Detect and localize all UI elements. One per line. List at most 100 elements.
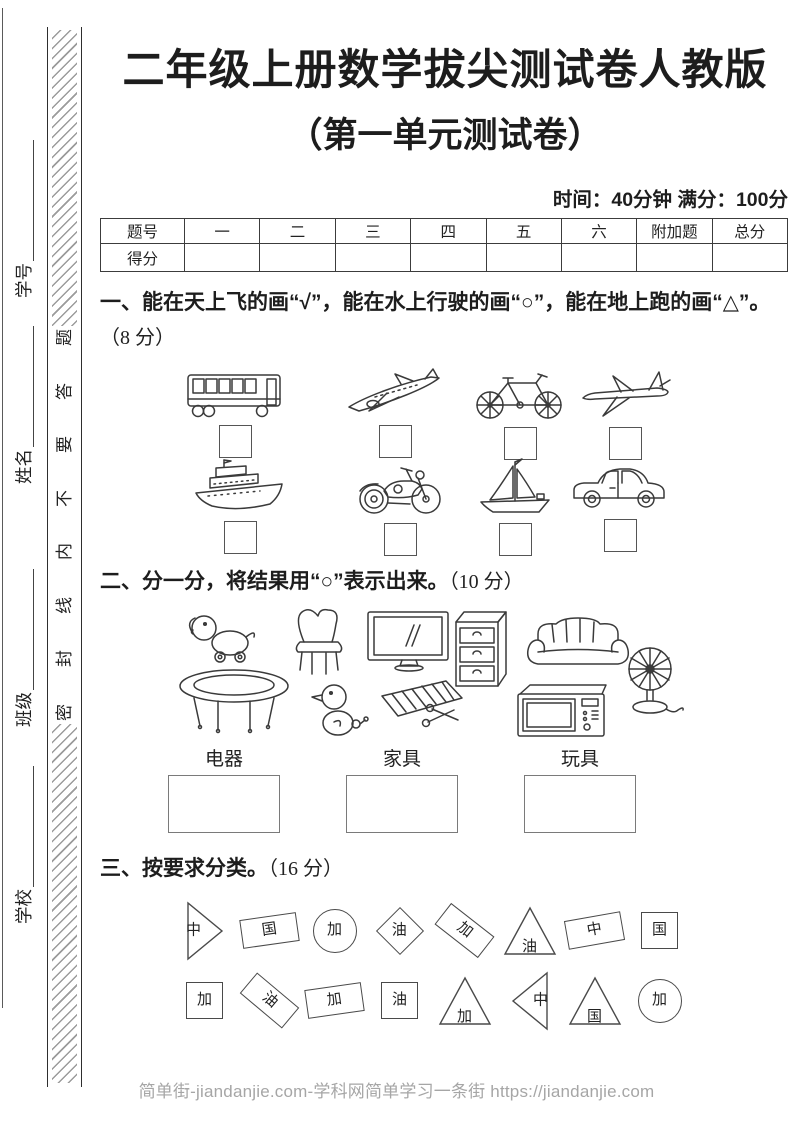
seal-char: 要 <box>55 436 74 454</box>
category-row: 电器 家具 玩具 <box>100 748 790 833</box>
time-score-info: 时间：40分钟 满分：100分 <box>552 189 788 212</box>
answer-box[interactable] <box>223 520 257 554</box>
section-2-text: 二、分一分，将结果用“○”表示出来。 <box>100 569 449 593</box>
vehicle-cell-bicycle <box>460 367 580 460</box>
shapes-row-2: 加 油 加 油 加 中 国 加 <box>100 968 790 1034</box>
score-table-header-cell: 题号 <box>100 218 185 245</box>
score-table-header-cell: 四 <box>410 218 487 245</box>
score-cell[interactable] <box>636 243 713 273</box>
score-cell[interactable] <box>183 243 261 273</box>
seal-char: 答 <box>55 382 74 400</box>
seal-hatch-top <box>52 30 77 326</box>
section-1-text: 一、能在天上飞的画“√”，能在水上行驶的画“○”，能在地上跑的画“△”。 <box>100 291 771 315</box>
shape-triangle-up: 油 <box>497 898 562 964</box>
vehicle-cell-airplane <box>335 367 455 458</box>
category-label: 玩具 <box>560 748 599 770</box>
round-table-image <box>179 668 289 733</box>
answer-box[interactable] <box>503 426 537 460</box>
shape-circle: 加 <box>302 898 367 964</box>
ship-image <box>195 458 283 509</box>
student-name-label: 姓名 <box>13 449 34 484</box>
car-image <box>573 467 665 508</box>
bicycle-image <box>476 372 562 419</box>
shape-diamond: 油 <box>367 898 432 964</box>
shape-square: 加 <box>172 968 237 1034</box>
electric-fan-image <box>628 646 684 714</box>
score-table-header-cell: 附加题 <box>636 218 713 245</box>
section-3-heading: 三、按要求分类。（16 分） <box>100 851 790 886</box>
toy-duck-image <box>311 683 369 736</box>
section-1-heading: 一、能在天上飞的画“√”，能在水上行驶的画“○”，能在地上跑的画“△”。 （8 分… <box>100 285 790 354</box>
student-name-field: 姓名 <box>8 326 34 484</box>
shape-label: 加 <box>456 1008 473 1025</box>
score-cell[interactable] <box>410 243 487 273</box>
cabinet-image <box>455 610 507 687</box>
shape-circle: 加 <box>627 968 692 1034</box>
score-cell[interactable] <box>259 243 336 273</box>
score-table-header-cell: 总分 <box>711 218 789 245</box>
answer-box-toys[interactable] <box>524 774 636 833</box>
answer-box[interactable] <box>378 424 412 458</box>
score-row-label: 得分 <box>100 243 185 273</box>
school-blank[interactable] <box>8 766 34 887</box>
shape-label: 油 <box>258 989 281 1012</box>
category-label: 电器 <box>204 748 243 770</box>
paper-title: 二年级上册数学拔尖测试卷人教版 <box>122 46 768 93</box>
shape-label: 油 <box>391 922 408 939</box>
television-image <box>367 610 449 672</box>
score-cell[interactable] <box>711 243 789 273</box>
category-furniture: 家具 <box>346 749 458 833</box>
shape-label: 油 <box>391 992 407 1009</box>
shape-label: 中 <box>585 920 604 940</box>
shape-rect-steep: 加 <box>432 898 497 964</box>
xylophone-image <box>381 679 463 727</box>
shape-label: 加 <box>453 919 476 942</box>
score-cell[interactable] <box>334 243 412 273</box>
page-border-line <box>2 8 3 1008</box>
answer-box[interactable] <box>603 518 637 552</box>
student-name-blank[interactable] <box>8 326 34 447</box>
vehicle-cell-motorcycle <box>340 457 460 556</box>
seal-char: 密 <box>55 703 74 721</box>
shape-label: 中 <box>532 992 548 1009</box>
student-id-field: 学号 <box>8 140 34 298</box>
seal-char: 题 <box>55 329 74 346</box>
shape-rect-tilted: 加 <box>302 968 367 1034</box>
shape-square: 油 <box>367 968 432 1034</box>
seal-char: 封 <box>55 650 74 668</box>
vehicle-cell-jet <box>565 367 685 460</box>
class-label: 班级 <box>13 692 34 727</box>
shape-label: 油 <box>521 938 538 955</box>
shape-triangle-left: 中 <box>497 968 562 1034</box>
score-cell[interactable] <box>485 243 562 273</box>
answer-box[interactable] <box>383 522 417 556</box>
seal-hatch-bottom <box>52 724 77 1083</box>
airplane-image <box>348 367 440 412</box>
answer-box-appliances[interactable] <box>168 774 280 833</box>
section-1-score: （8 分） <box>100 327 175 350</box>
seal-char: 线 <box>55 596 74 614</box>
class-field: 班级 <box>8 569 34 727</box>
sofa-image <box>526 616 630 665</box>
answer-box[interactable] <box>608 426 642 460</box>
school-label: 学校 <box>13 889 34 924</box>
answer-box-furniture[interactable] <box>346 774 458 833</box>
seal-line-column: 题 答 要 不 内 线 封 密 <box>47 27 82 1087</box>
shape-rect-tilted: 中 <box>562 898 627 964</box>
score-cell[interactable] <box>560 243 638 273</box>
shape-label: 中 <box>186 922 202 939</box>
motorcycle-image <box>359 466 441 514</box>
answer-box[interactable] <box>218 424 252 458</box>
class-blank[interactable] <box>8 569 34 690</box>
paper-body: 二年级上册数学拔尖测试卷人教版 （第一单元测试卷） 时间：40分钟 满分：100… <box>100 0 790 1034</box>
student-id-blank[interactable] <box>8 140 34 261</box>
seal-char: 内 <box>55 543 74 561</box>
score-table-header-cell: 一 <box>183 218 261 245</box>
answer-box[interactable] <box>498 522 532 556</box>
shape-label: 国 <box>586 1008 603 1025</box>
shapes-row-1: 中 国 加 油 加 油 中 国 <box>100 898 790 964</box>
shape-square: 国 <box>627 898 692 964</box>
paper-subtitle: （第一单元测试卷） <box>287 116 603 156</box>
section-3-score: （16 分） <box>268 857 343 880</box>
